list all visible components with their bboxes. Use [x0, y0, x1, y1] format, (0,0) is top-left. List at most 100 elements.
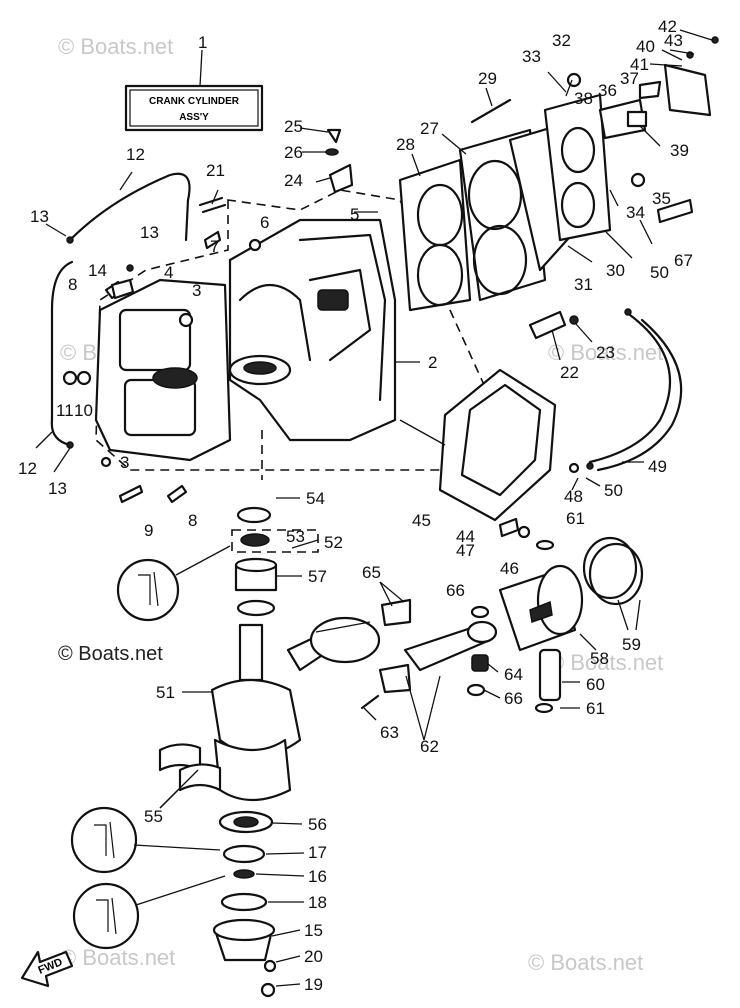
leader-29: [485, 87, 493, 107]
callout-24: 24: [284, 171, 303, 190]
bolt-63: [360, 694, 380, 710]
housing-15-top: [212, 918, 276, 942]
callout-41: 41: [630, 55, 649, 74]
leader-32: [565, 79, 573, 97]
pin-60: [538, 648, 562, 702]
crankcase-main: [228, 218, 397, 442]
washer-26: [325, 148, 339, 156]
callout-17: 17: [308, 843, 327, 862]
leader-59b: [635, 599, 641, 631]
bearing-half-55b: [178, 763, 222, 792]
leader-33: [547, 71, 567, 93]
leader-65b: [379, 581, 405, 603]
crankcase-port: [317, 289, 349, 311]
washer-16: [233, 869, 255, 879]
nut-35: [630, 172, 646, 188]
leader-16: [255, 873, 305, 877]
callout-16: 16: [308, 867, 327, 886]
callout-5: 5: [350, 205, 359, 224]
piston-58-crown: [536, 564, 584, 636]
leader-50b: [585, 477, 601, 487]
callout-3a: 3: [192, 281, 201, 300]
cylinder-bore-dark: [152, 367, 198, 389]
detail-upper-leader: [175, 545, 231, 576]
screw-25: [326, 128, 342, 144]
callout-20: 20: [304, 947, 323, 966]
callout-55: 55: [144, 807, 163, 826]
screw-23: [569, 315, 579, 325]
piston-upper-ring: [315, 621, 371, 633]
bolt-9: [118, 484, 144, 504]
leader-66b: [483, 689, 501, 699]
callout-47: 47: [456, 541, 475, 560]
bearing-56-center: [233, 816, 259, 828]
clip-61a: [535, 539, 555, 551]
leader-55b: [159, 769, 199, 809]
bearing-64: [471, 654, 489, 672]
callout-50b: 50: [604, 481, 623, 500]
leader-27: [441, 133, 467, 155]
leader-23: [575, 323, 593, 343]
leader-42: [679, 29, 713, 41]
cylinder-block-left: [94, 278, 232, 468]
leader-53: [291, 539, 319, 549]
head-chamber-2: [472, 224, 528, 296]
piston-assembly: [360, 536, 644, 714]
watermark-bottom-left: © Boats.net: [60, 945, 175, 970]
callout-67: 67: [674, 251, 693, 270]
watermark-right: © Boats.net: [548, 650, 663, 675]
detail-middle-leader: [133, 844, 221, 851]
title-line-1: CRANK CYLINDER: [149, 96, 240, 107]
fwd-arrow-shape: [20, 950, 74, 988]
hose-left: [50, 172, 227, 449]
callout-46: 46: [500, 559, 519, 578]
callout-64: 64: [504, 665, 523, 684]
callout-33: 33: [522, 47, 541, 66]
crankshaft: [210, 616, 381, 801]
cover-41: [663, 63, 712, 117]
bracket-22: [528, 310, 567, 340]
callout-63: 63: [380, 723, 399, 742]
detail-circle-lower: [72, 882, 140, 950]
callout-48: 48: [564, 487, 583, 506]
title-box-frame: [124, 84, 264, 132]
callout-12a: 12: [126, 145, 145, 164]
callout-21: 21: [206, 161, 225, 180]
callout-27: 27: [420, 119, 439, 138]
callout-65: 65: [362, 563, 381, 582]
callout-26: 26: [284, 143, 303, 162]
crankcase-rib-2: [308, 268, 372, 362]
part-37: [638, 80, 662, 100]
part-39: [626, 110, 648, 128]
hose-right: [568, 308, 683, 474]
callout-66b: 66: [504, 689, 523, 708]
callout-18: 18: [308, 893, 327, 912]
callout-51: 51: [156, 683, 175, 702]
leader-41: [649, 63, 683, 67]
callout-8b: 8: [188, 511, 197, 530]
callout-32: 32: [552, 31, 571, 50]
callout-45: 45: [412, 511, 431, 530]
leader-13a: [45, 223, 67, 237]
callout-40: 40: [636, 37, 655, 56]
part-11: [62, 370, 78, 386]
hose-clip-50a: [624, 308, 632, 316]
gasket-28-hole-2: [416, 243, 464, 307]
callout-28: 28: [396, 135, 415, 154]
callout-52: 52: [324, 533, 343, 552]
callout-7: 7: [210, 237, 219, 256]
cover-30-port-1: [560, 126, 596, 174]
callout-54: 54: [306, 489, 325, 508]
callout-15: 15: [304, 921, 323, 940]
hose-49: [588, 313, 672, 464]
hose-clip-50b: [586, 462, 594, 470]
callout-12b: 12: [18, 459, 37, 478]
callout-labels: 1 2 3 3 4 5 6 7 8 8 9 10 11 12 12 13 13 …: [18, 17, 693, 994]
anode-24: [328, 163, 354, 194]
lower-bearing-stack: [212, 810, 277, 998]
piston-58-pin-hole: [529, 600, 553, 624]
callout-43: 43: [664, 31, 683, 50]
hose-clip-13a: [66, 236, 74, 244]
leader-15: [271, 929, 301, 937]
